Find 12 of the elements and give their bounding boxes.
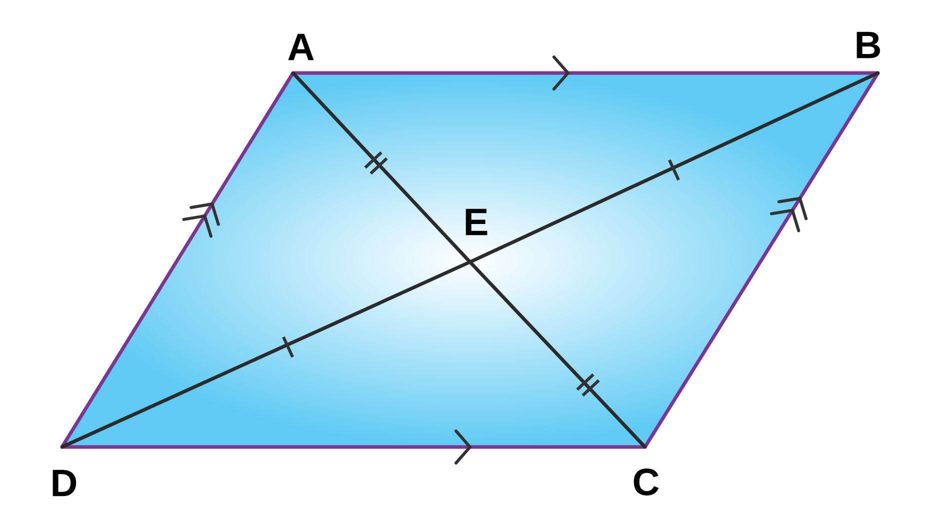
vertex-label: C [634, 468, 659, 496]
line-segment [468, 71, 880, 264]
vertex-label: A [288, 34, 314, 60]
line-segment [60, 260, 472, 449]
vertex-label: D [52, 470, 76, 496]
line-segment [468, 260, 647, 449]
vertex-label: B [856, 32, 880, 58]
vertex-label: E [466, 208, 488, 236]
line-segment [643, 71, 880, 449]
line-segment [291, 56, 880, 90]
line-segment [60, 71, 295, 449]
line-segment [291, 71, 472, 264]
